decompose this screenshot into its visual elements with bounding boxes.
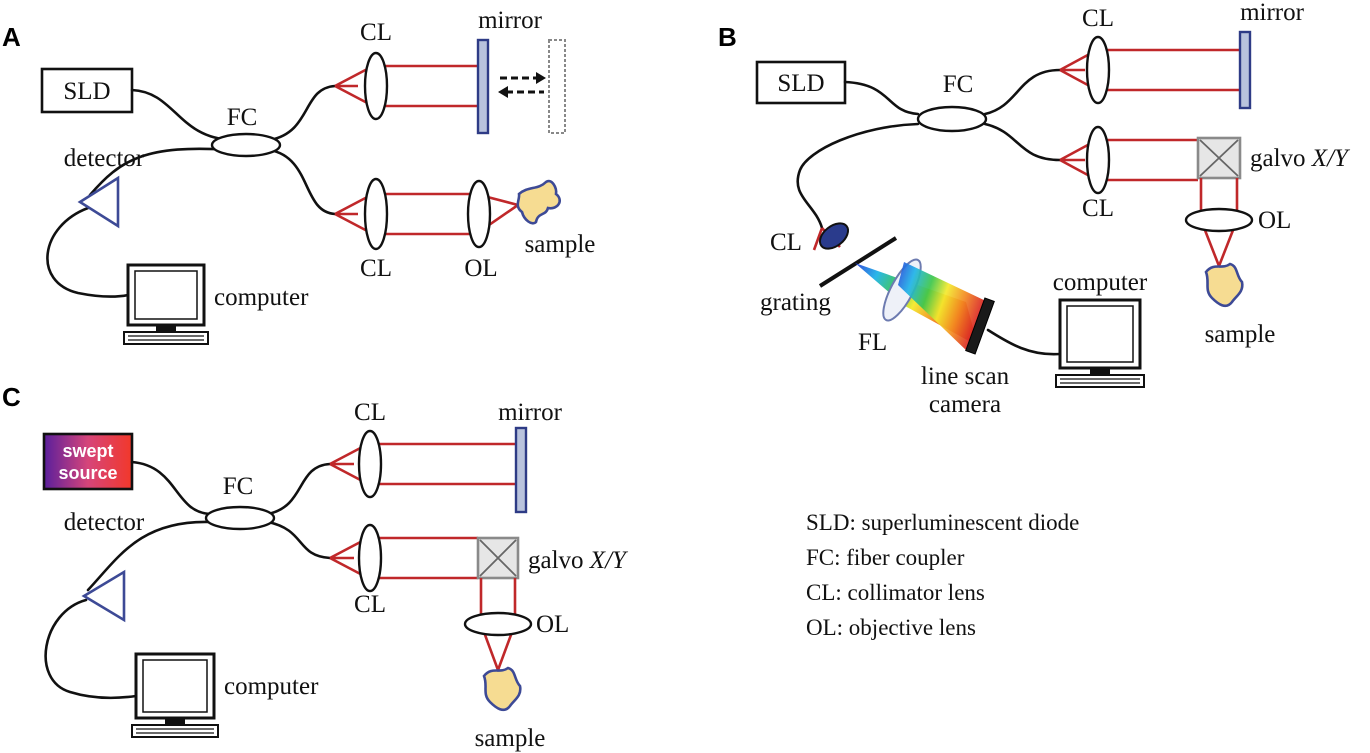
panel-c-mirror bbox=[514, 426, 528, 514]
panel-a-detector: detector bbox=[64, 145, 145, 229]
panel-c-detector: detector bbox=[64, 509, 145, 623]
panel-c-detector-label: detector bbox=[64, 509, 145, 536]
panel-b-camera-label-line2: camera bbox=[929, 391, 1001, 418]
panel-b-sample-shape bbox=[1204, 262, 1244, 308]
panel-a-letter: A bbox=[2, 22, 21, 52]
panel-a: A SLD FC CL mirror bbox=[2, 7, 596, 345]
panel-c-fc-label: FC bbox=[223, 473, 254, 500]
panel-b-ref-cl-label: CL bbox=[1082, 5, 1114, 32]
panel-a-ref-cl-label: CL bbox=[360, 19, 392, 46]
panel-a-sld-label: SLD bbox=[63, 78, 110, 105]
panel-a-reference-arm: CL mirror bbox=[334, 7, 566, 135]
panel-c-letter: C bbox=[2, 382, 21, 412]
legend: SLD: superluminescent diode FC: fiber co… bbox=[806, 510, 1079, 640]
panel-a-fibers bbox=[46, 84, 337, 298]
panel-b-fl-label: FL bbox=[858, 329, 887, 356]
panel-c-sample-label: sample bbox=[475, 725, 546, 752]
panel-c-source-label-line2: source bbox=[58, 463, 117, 483]
panel-a-sample-arm: CL OL sample bbox=[334, 177, 596, 282]
panel-b-fibers bbox=[796, 68, 1062, 230]
panel-b-spectrometer-cl-label: CL bbox=[770, 229, 802, 256]
panel-b-computer-label: computer bbox=[1053, 269, 1148, 296]
legend-item-cl: CL: collimator lens bbox=[806, 580, 985, 605]
legend-item-sld: SLD: superluminescent diode bbox=[806, 510, 1079, 535]
panel-a-sample-label: sample bbox=[525, 231, 596, 258]
panel-b-camera-label-line1: line scan bbox=[921, 363, 1010, 390]
panel-c-fiber-coupler: FC bbox=[204, 473, 276, 531]
panel-b-sld-box: SLD bbox=[755, 60, 847, 105]
panel-a-sld-box: SLD bbox=[40, 67, 134, 114]
legend-item-fc: FC: fiber coupler bbox=[806, 545, 965, 570]
panel-a-sample-cl-label: CL bbox=[360, 255, 392, 282]
panel-a-fiber-coupler: FC bbox=[210, 104, 282, 158]
panel-c-reference-arm: CL mirror bbox=[329, 399, 563, 514]
panel-c-ol-label: OL bbox=[536, 611, 569, 638]
panel-b-sample-collimator-lens bbox=[1085, 125, 1111, 195]
panel-c-sample-cl-label: CL bbox=[354, 591, 386, 618]
panel-b: B SLD FC CL mirror CL bbox=[718, 0, 1351, 418]
panel-c-computer: computer bbox=[131, 652, 319, 738]
panel-a-sample-shape bbox=[516, 179, 561, 225]
panel-a-ref-collimator-lens bbox=[363, 51, 389, 121]
panel-b-spectrometer: CL grating FL line scan camera bbox=[760, 222, 1062, 418]
panel-a-computer: computer bbox=[123, 263, 309, 345]
panel-c-sample-collimator-lens bbox=[357, 523, 383, 593]
panel-b-ref-collimator-lens bbox=[1085, 35, 1111, 105]
panel-c-objective-lens bbox=[463, 611, 533, 637]
panel-a-mirror-translation-arrows bbox=[498, 72, 546, 98]
panel-b-sample-arm: CL galvo X/Y OL sample bbox=[1059, 125, 1351, 348]
panel-a-sample-collimator-lens bbox=[363, 177, 389, 251]
panel-c-galvo-label: galvo X/Y bbox=[528, 547, 629, 574]
panel-c-galvo-scanner bbox=[476, 536, 520, 580]
panel-a-mirror bbox=[476, 38, 490, 135]
panel-b-mirror bbox=[1238, 30, 1252, 110]
panel-b-sld-label: SLD bbox=[777, 70, 824, 97]
panel-a-computer-label: computer bbox=[214, 284, 309, 311]
panel-b-reference-arm: CL mirror bbox=[1059, 0, 1305, 110]
panel-a-ol-label: OL bbox=[464, 255, 497, 282]
panel-b-grating bbox=[818, 236, 898, 288]
panel-c-fibers bbox=[44, 460, 332, 700]
panel-b-sample-label: sample bbox=[1205, 321, 1276, 348]
panel-c: C swept source FC CL mirror CL bbox=[2, 382, 629, 752]
panel-b-galvo-label: galvo X/Y bbox=[1250, 145, 1351, 172]
panel-c-ref-collimator-lens bbox=[357, 429, 383, 499]
panel-b-fiber-coupler: FC bbox=[916, 71, 988, 133]
panel-c-source-label-line1: swept bbox=[62, 441, 113, 461]
panel-a-fc-label: FC bbox=[227, 104, 258, 131]
panel-c-sample-shape bbox=[482, 666, 522, 712]
panel-c-mirror-label: mirror bbox=[498, 399, 563, 426]
panel-c-swept-source: swept source bbox=[42, 432, 134, 491]
panel-b-ol-label: OL bbox=[1258, 207, 1291, 234]
panel-b-computer: computer bbox=[1053, 269, 1148, 388]
panel-b-line-scan-camera bbox=[965, 297, 995, 355]
panel-c-sample-arm: CL galvo X/Y OL sample bbox=[329, 523, 629, 752]
panel-b-grating-label: grating bbox=[760, 289, 831, 316]
panel-a-detector-label: detector bbox=[64, 145, 145, 172]
panel-b-objective-lens bbox=[1184, 207, 1254, 233]
panel-a-objective-lens bbox=[466, 179, 492, 249]
panel-b-letter: B bbox=[718, 22, 737, 52]
panel-b-sample-cl-label: CL bbox=[1082, 195, 1114, 222]
panel-c-computer-label: computer bbox=[224, 673, 319, 700]
panel-b-mirror-label: mirror bbox=[1240, 0, 1305, 26]
panel-c-ref-cl-label: CL bbox=[354, 399, 386, 426]
panel-b-galvo-scanner bbox=[1196, 136, 1242, 180]
panel-b-spectrometer-collimator-lens bbox=[818, 222, 850, 250]
panel-a-mirror-label: mirror bbox=[478, 7, 543, 34]
panel-a-mirror-displaced bbox=[548, 39, 566, 134]
panel-b-fc-label: FC bbox=[943, 71, 974, 98]
legend-item-ol: OL: objective lens bbox=[806, 615, 976, 640]
